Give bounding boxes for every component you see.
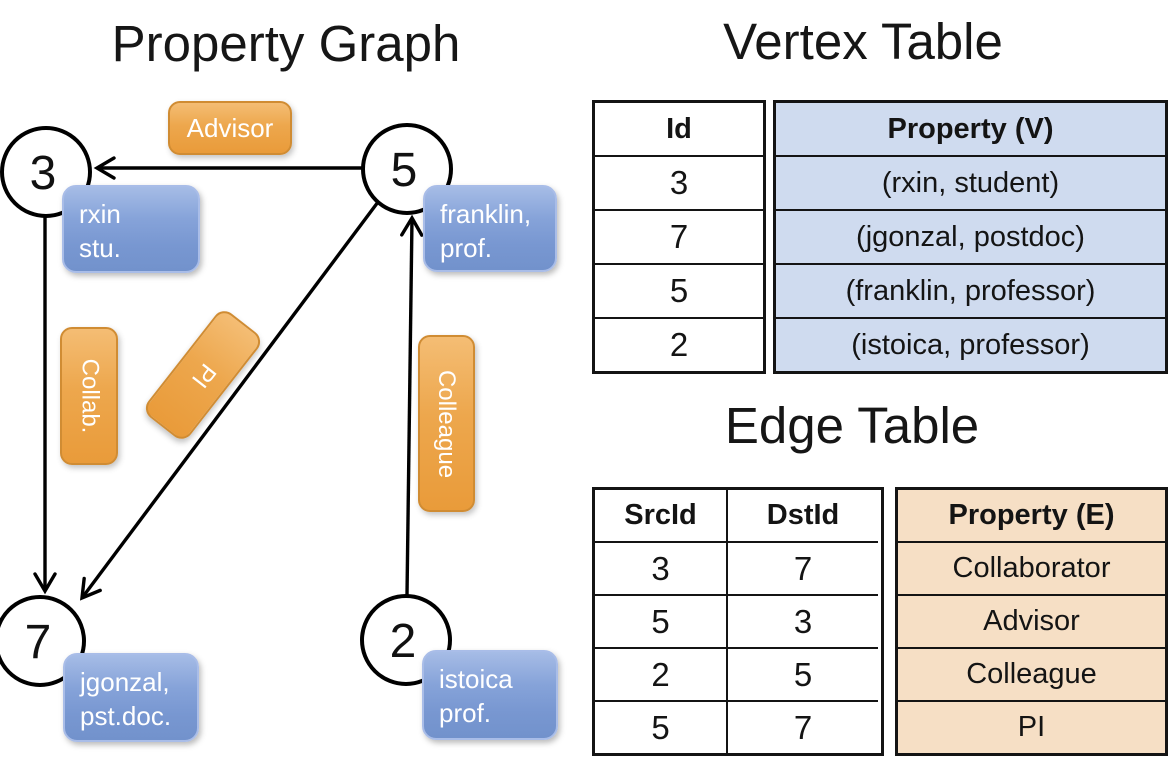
table-cell: 7	[726, 541, 878, 594]
table-cell: 3	[595, 541, 726, 594]
vertex-label-jgonzal: jgonzal, pst.doc.	[63, 653, 199, 742]
table-cell: Colleague	[898, 647, 1165, 700]
edge-table-title: Edge Table	[724, 397, 980, 454]
table-cell: 7	[726, 700, 878, 753]
vertex-table-title: Vertex Table	[723, 13, 1003, 70]
edge-2-to-5	[400, 214, 424, 596]
node-id-2: 2	[390, 615, 417, 668]
table-cell: 2	[595, 647, 726, 700]
table-cell: (jgonzal, postdoc)	[776, 209, 1165, 263]
edge-label-text: Colleague	[433, 369, 461, 478]
vertex-label-line: franklin,	[440, 199, 532, 229]
table-cell: 5	[726, 647, 878, 700]
table-cell: Collaborator	[898, 541, 1165, 594]
table-cell: 2	[595, 317, 763, 371]
table-cell: (franklin, professor)	[776, 263, 1165, 317]
edge-table-header-dstid: DstId	[726, 490, 878, 541]
table-cell: 3	[726, 594, 878, 647]
vertex-label-rxin: rxin stu.	[62, 185, 200, 273]
vertex-label-line: prof.	[440, 233, 493, 263]
vertex-label-line: rxin	[79, 199, 121, 229]
edge-table-id-columns: SrcId DstId 3 7 5 3 2 5 5 7	[592, 487, 884, 756]
vertex-label-line: jgonzal,	[80, 667, 170, 697]
table-cell: 7	[595, 209, 763, 263]
edge-label-text: Collab.	[76, 358, 103, 434]
table-cell: (rxin, student)	[776, 155, 1165, 209]
vertex-label-franklin: franklin, prof.	[423, 185, 557, 272]
edge-label-advisor: Advisor	[168, 101, 292, 155]
node-id-5: 5	[391, 144, 418, 197]
table-cell: 3	[595, 155, 763, 209]
vertex-label-line: istoica	[439, 664, 513, 694]
edge-label-collab: Collab.	[60, 327, 118, 465]
vertex-label-line: prof.	[439, 698, 492, 728]
table-cell: PI	[898, 700, 1165, 753]
edge-label-colleague: Colleague	[418, 335, 475, 512]
table-cell: (istoica, professor)	[776, 317, 1165, 371]
property-graph-canvas: 3 5 7 2	[0, 123, 453, 687]
vertex-table-header-property: Property (V)	[887, 113, 1054, 145]
vertex-table-header-id: Id	[666, 113, 692, 145]
property-graph-title: Property Graph	[111, 15, 461, 72]
vertex-table-property-column: Property (V) (rxin, student) (jgonzal, p…	[773, 100, 1168, 374]
node-id-3: 3	[30, 147, 57, 200]
vertex-table-id-column: Id 3 7 5 2	[592, 100, 766, 374]
edge-5-to-7	[79, 200, 380, 601]
node-circle-7	[0, 595, 86, 687]
table-cell: Advisor	[898, 594, 1165, 647]
table-cell: 5	[595, 594, 726, 647]
edge-label-text: PI	[185, 358, 222, 393]
edge-table-header-srcid: SrcId	[624, 499, 697, 531]
edge-table-header-property: Property (E)	[948, 499, 1115, 531]
vertex-label-line: pst.doc.	[80, 701, 172, 731]
table-cell: 5	[595, 263, 763, 317]
edge-label-text: Advisor	[186, 112, 274, 143]
node-id-7: 7	[25, 616, 52, 669]
vertex-label-istoica: istoica prof.	[422, 650, 558, 740]
table-cell: 5	[595, 700, 726, 753]
edge-table-property-column: Property (E) Collaborator Advisor Collea…	[895, 487, 1168, 756]
vertex-label-line: stu.	[79, 233, 121, 263]
